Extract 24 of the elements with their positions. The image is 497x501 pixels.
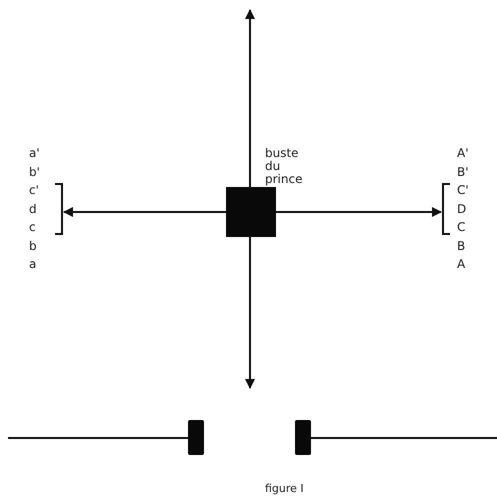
letter-label: c — [29, 220, 36, 234]
arrow — [245, 237, 255, 389]
line — [311, 437, 497, 439]
arrow — [63, 207, 226, 217]
letter-label: D — [457, 202, 466, 216]
letter-label: a — [29, 257, 36, 271]
letter-label: d — [29, 202, 37, 216]
caption: figure I — [265, 482, 304, 496]
letter-label: A' — [457, 146, 469, 160]
letter-label: B' — [457, 164, 469, 178]
letter-label: C' — [457, 183, 469, 197]
arrow — [245, 9, 255, 187]
letter-label: a' — [29, 146, 40, 160]
letter-label: b — [29, 238, 37, 252]
letter-label: b' — [29, 164, 40, 178]
line — [8, 437, 188, 439]
letter-label: c' — [29, 183, 39, 197]
letter-label: B — [457, 238, 466, 252]
letter-label: A — [457, 257, 466, 271]
node-label: buste du prince — [265, 147, 304, 186]
block — [295, 420, 311, 455]
arrow — [276, 207, 442, 217]
block — [188, 420, 204, 455]
letter-label: C — [457, 220, 466, 234]
